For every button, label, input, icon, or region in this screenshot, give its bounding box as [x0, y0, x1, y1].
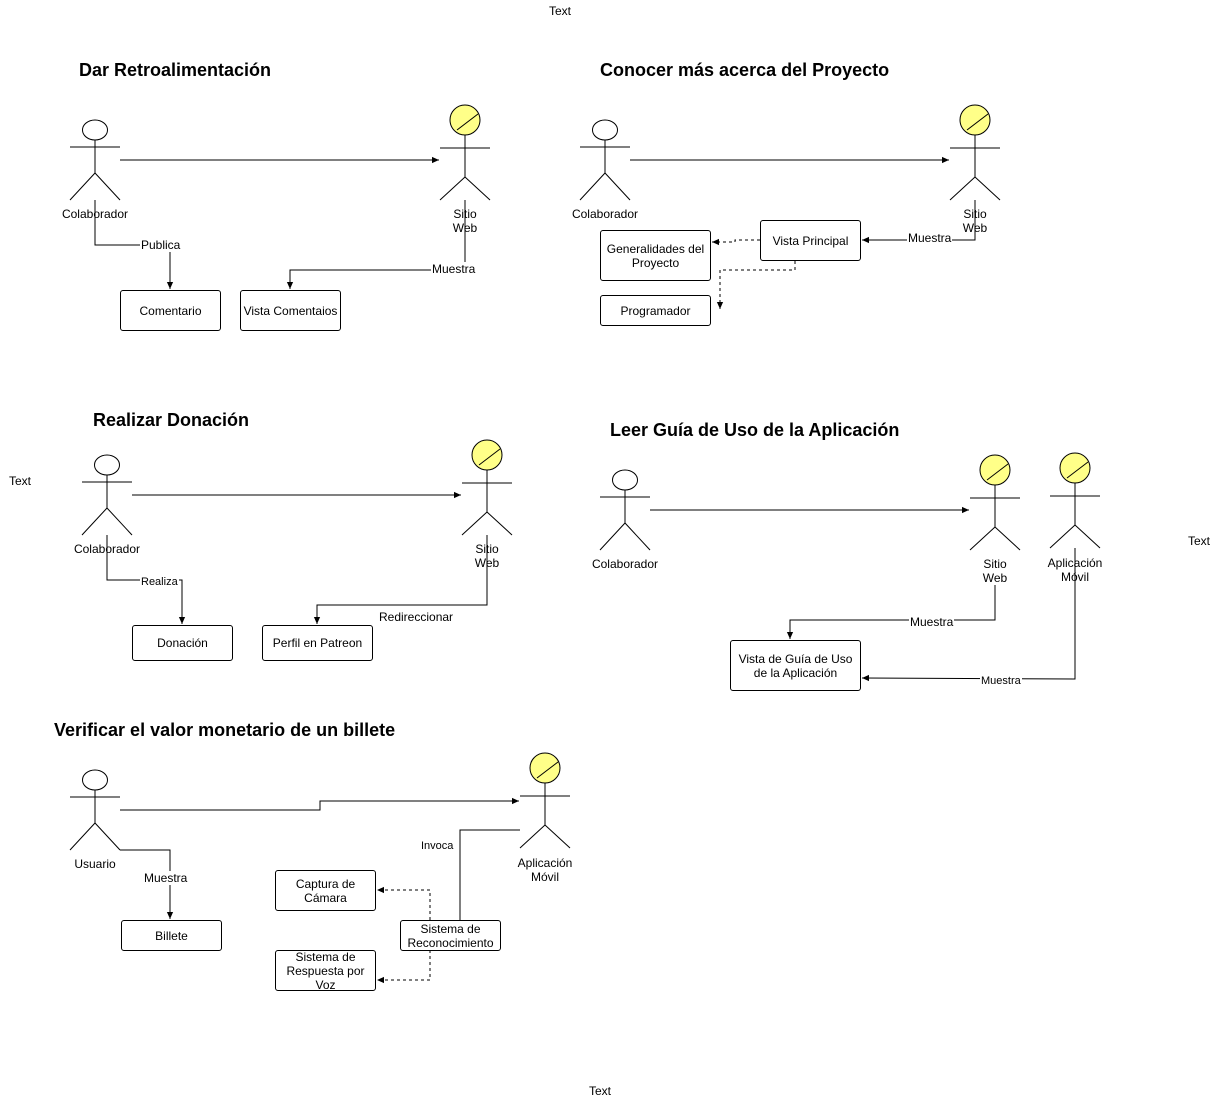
section-title-project: Conocer más acerca del Proyecto — [600, 60, 890, 80]
actor-label-sitio-web-feedback: Sitio Web — [452, 207, 478, 235]
edge-publica[interactable] — [94, 200, 174, 289]
edge-muestra-project[interactable] — [862, 200, 976, 244]
section-title-donation: Realizar Donación — [93, 410, 250, 430]
actor-colaborador-project[interactable] — [579, 119, 631, 201]
box-billete[interactable]: Billete — [121, 920, 222, 951]
box-vista-principal[interactable]: Vista Principal — [760, 220, 861, 261]
edge-usuario-to-app[interactable] — [120, 797, 519, 811]
section-title-verify: Verificar el valor monetario de un bille… — [54, 720, 396, 740]
actor-colaborador-feedback[interactable] — [69, 119, 121, 201]
actor-sitio-web-donation[interactable] — [461, 439, 513, 536]
actor-label-colaborador-feedback: Colaborador — [61, 207, 129, 221]
actor-label-aplicacion-movil-verify: Aplicación Móvil — [517, 856, 573, 884]
actor-colaborador-donation[interactable] — [81, 454, 133, 536]
box-programador[interactable]: Programador — [600, 295, 711, 326]
box-vista-comentarios[interactable]: Vista Comentaios — [240, 290, 341, 331]
box-comentario[interactable]: Comentario — [120, 290, 221, 331]
edge-label-muestra-feedback: Muestra — [431, 262, 477, 276]
edge-label-redireccionar: Redireccionar — [378, 610, 455, 624]
edge-label-realiza: Realiza — [140, 576, 179, 588]
free-text-right: Text — [1188, 534, 1211, 548]
edge-reconocimiento-to-respuesta[interactable] — [377, 950, 431, 984]
box-sistema-reconocimiento[interactable]: Sistema de Reconocimiento — [400, 920, 501, 951]
actor-sitio-web-project[interactable] — [949, 104, 1001, 201]
box-perfil-patreon[interactable]: Perfil en Patreon — [262, 625, 373, 661]
actor-colaborador-guide[interactable] — [599, 469, 651, 551]
actor-sitio-web-feedback[interactable] — [439, 104, 491, 201]
edge-label-publica: Publica — [140, 238, 182, 252]
edge-invoca[interactable] — [459, 829, 520, 920]
actor-usuario-verify[interactable] — [69, 769, 121, 851]
free-text-bottom: Text — [589, 1084, 612, 1098]
edge-reconocimiento-to-captura[interactable] — [377, 886, 431, 920]
edge-muestra-verify[interactable] — [120, 849, 174, 919]
edge-label-muestra-app-guide: Muestra — [980, 675, 1022, 687]
section-title-guide: Leer Guía de Uso de la Aplicación — [610, 420, 900, 440]
edge-principal-to-programador[interactable] — [716, 261, 796, 309]
edge-label-muestra-verify: Muestra — [143, 871, 189, 885]
actor-label-colaborador-donation: Colaborador — [73, 542, 141, 556]
actor-label-sitio-web-project: Sitio Web — [962, 207, 988, 235]
edge-redireccionar[interactable] — [313, 535, 488, 624]
edge-muestra-app-guide[interactable] — [861, 548, 1076, 682]
section-title-feedback: Dar Retroalimentación — [79, 60, 272, 80]
edge-muestra-web-guide[interactable] — [786, 585, 996, 639]
edge-label-muestra-project: Muestra — [907, 231, 953, 245]
box-vista-guia[interactable]: Vista de Guía de Uso de la Aplicación — [730, 640, 861, 691]
actor-sitio-web-guide[interactable] — [969, 454, 1021, 551]
box-generalidades[interactable]: Generalidades del Proyecto — [600, 230, 711, 281]
edge-label-invoca: Invoca — [420, 840, 455, 852]
free-text-top: Text — [549, 4, 572, 18]
actor-label-sitio-web-guide: Sitio Web — [982, 557, 1008, 585]
actor-label-colaborador-project: Colaborador — [571, 207, 639, 221]
box-captura-camara[interactable]: Captura de Cámara — [275, 870, 376, 911]
actor-label-colaborador-guide: Colaborador — [591, 557, 659, 571]
box-sistema-respuesta-voz[interactable]: Sistema de Respuesta por Voz — [275, 950, 376, 992]
edge-principal-to-generalidades[interactable] — [712, 238, 760, 246]
actor-label-usuario-verify: Usuario — [74, 857, 116, 871]
actor-label-aplicacion-movil-guide: Aplicación Móvil — [1047, 556, 1103, 584]
actor-label-sitio-web-donation: Sitio Web — [474, 542, 500, 570]
actor-aplicacion-movil-guide[interactable] — [1049, 452, 1101, 549]
free-text-left: Text — [9, 474, 32, 488]
edge-muestra-feedback[interactable] — [286, 200, 466, 289]
box-donacion[interactable]: Donación — [132, 625, 233, 661]
actor-aplicacion-movil-verify[interactable] — [519, 752, 571, 849]
edge-label-muestra-web-guide: Muestra — [909, 615, 955, 629]
